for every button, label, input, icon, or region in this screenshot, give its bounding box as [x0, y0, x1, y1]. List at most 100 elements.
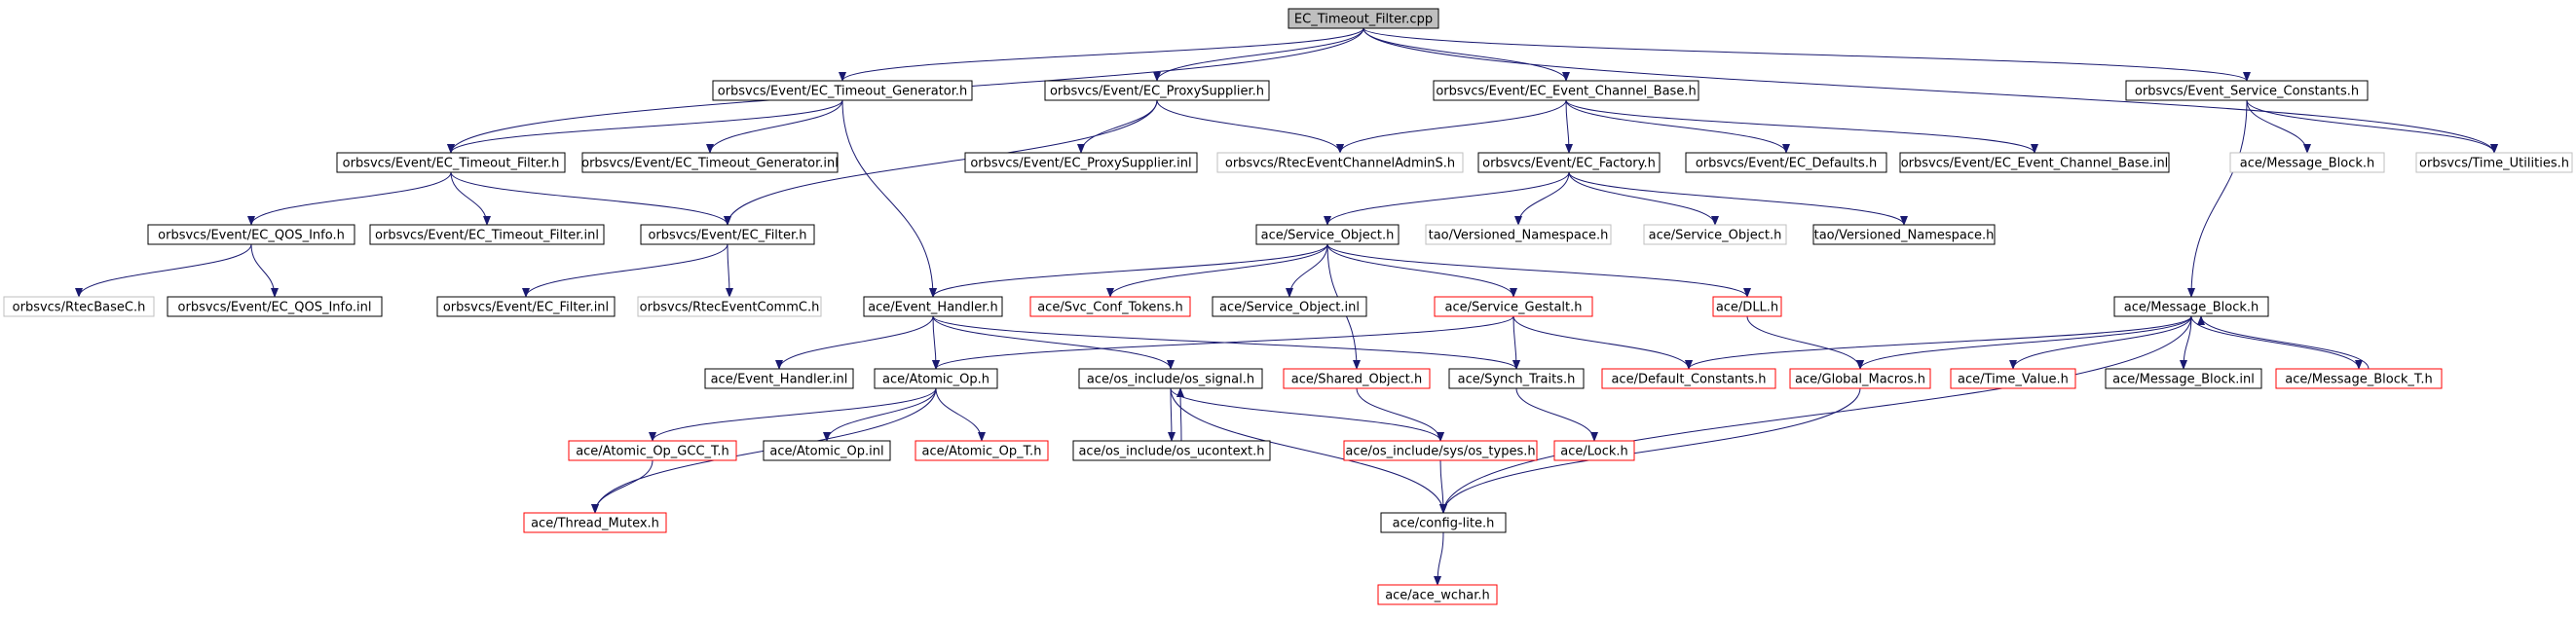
node-ostypes[interactable]: ace/os_include/sys/os_types.h	[1343, 440, 1538, 461]
edge-msgblock-to-timeval	[2009, 315, 2192, 370]
edge-svcobj_h-to-gestalt	[1326, 243, 1517, 298]
node-evh_h[interactable]: ace/Event_Handler.h	[863, 296, 1003, 317]
node-atomic_t[interactable]: ace/Atomic_Op_T.h	[915, 440, 1049, 461]
node-ecbase_inl[interactable]: orbsvcs/Event/EC_Event_Channel_Base.inl	[1899, 152, 2170, 173]
edge-factory_h-to-vns_ext	[1514, 171, 1570, 226]
edge-filter_h-to-rteccomm	[725, 243, 733, 298]
node-label: ace/Lock.h	[1560, 445, 1628, 459]
node-box	[1601, 368, 1776, 389]
edge-osucontext-to-ossignal	[1176, 387, 1185, 442]
node-root[interactable]: EC_Timeout_Filter.cpp	[1288, 8, 1439, 29]
edge-svcconst_h-to-timeutil	[2246, 99, 2498, 154]
edge-gen_h-to-gen_inl	[706, 99, 843, 154]
node-rteccomm: orbsvcs/RtecEventCommC.h	[637, 296, 822, 317]
node-box	[2125, 80, 2369, 101]
node-label: orbsvcs/Event/EC_Defaults.h	[1696, 157, 1877, 171]
node-msgblock_inl[interactable]: ace/Message_Block.inl	[2105, 368, 2262, 389]
node-filter_h[interactable]: orbsvcs/Event/EC_Filter.h	[640, 224, 815, 245]
node-vns_h[interactable]: tao/Versioned_Namespace.h	[1812, 224, 1996, 245]
node-label: ace/Svc_Conf_Tokens.h	[1037, 301, 1183, 315]
node-wchar[interactable]: ace/ace_wchar.h	[1377, 584, 1498, 605]
node-box	[2229, 152, 2385, 173]
node-label: ace/Atomic_Op.inl	[769, 445, 883, 459]
node-synch[interactable]: ace/Synch_Traits.h	[1448, 368, 1585, 389]
node-box	[1477, 152, 1661, 173]
node-lock[interactable]: ace/Lock.h	[1553, 440, 1635, 461]
node-label: orbsvcs/Event/EC_QOS_Info.h	[158, 229, 345, 243]
node-box	[1044, 80, 1270, 101]
node-gen_h[interactable]: orbsvcs/Event/EC_Timeout_Generator.h	[712, 80, 973, 101]
node-label: ace/os_include/sys/os_types.h	[1345, 445, 1535, 459]
node-label: ace/config-lite.h	[1393, 517, 1495, 531]
node-svcconst_h[interactable]: orbsvcs/Event_Service_Constants.h	[2125, 80, 2369, 101]
node-svcobj_h[interactable]: ace/Service_Object.h	[1255, 224, 1400, 245]
node-proxy_h[interactable]: orbsvcs/Event/EC_ProxySupplier.h	[1044, 80, 1270, 101]
node-ecbase_h[interactable]: orbsvcs/Event/EC_Event_Channel_Base.h	[1433, 80, 1699, 101]
node-box	[763, 440, 891, 461]
node-dll[interactable]: ace/DLL.h	[1712, 296, 1782, 317]
edge-evh_h-to-ossignal	[932, 315, 1175, 370]
edge-svcobj_h-to-svcobj_inl	[1286, 243, 1328, 298]
node-proxy_inl[interactable]: orbsvcs/Event/EC_ProxySupplier.inl	[964, 152, 1198, 173]
node-evh_inl[interactable]: ace/Event_Handler.inl	[704, 368, 854, 389]
node-label: orbsvcs/Event/EC_Event_Channel_Base.inl	[1901, 157, 2169, 171]
node-atomic_h[interactable]: ace/Atomic_Op.h	[874, 368, 998, 389]
edge-svcobj_h-to-dll	[1326, 243, 1751, 298]
edge-qos_h-to-rtecbase	[75, 243, 252, 298]
node-box	[336, 152, 566, 173]
edge-ecbase_h-to-rtecadmin	[1336, 99, 1567, 154]
node-msgblock_t[interactable]: ace/Message_Block_T.h	[2275, 368, 2443, 389]
node-atomic_inl[interactable]: ace/Atomic_Op.inl	[763, 440, 891, 461]
node-filter_inl[interactable]: orbsvcs/Event/EC_Filter.inl	[436, 296, 616, 317]
node-atomic_gcc[interactable]: ace/Atomic_Op_GCC_T.h	[568, 440, 737, 461]
node-box	[1433, 80, 1699, 101]
node-defaults_h[interactable]: orbsvcs/Event/EC_Defaults.h	[1685, 152, 1887, 173]
edge-msgblock-to-configlite	[1439, 315, 2192, 514]
edge-msgblock-to-msgblock_inl	[2180, 315, 2192, 370]
node-label: ace/Message_Block_T.h	[2285, 373, 2432, 387]
edge-factory_h-to-svcobj_h	[1324, 171, 1570, 226]
node-label: orbsvcs/Event/EC_Timeout_Generator.h	[718, 85, 968, 99]
node-globmac[interactable]: ace/Global_Macros.h	[1789, 368, 1931, 389]
node-defconst[interactable]: ace/Default_Constants.h	[1601, 368, 1776, 389]
edge-ossignal-to-osucontext	[1167, 387, 1176, 442]
node-osucontext[interactable]: ace/os_include/os_ucontext.h	[1072, 440, 1271, 461]
node-label: orbsvcs/Event/EC_Factory.h	[1482, 157, 1656, 171]
node-box	[436, 296, 616, 317]
node-ossignal[interactable]: ace/os_include/os_signal.h	[1078, 368, 1263, 389]
edge-svcobj_h-to-svcconf	[1106, 243, 1328, 298]
node-box	[2105, 368, 2262, 389]
edge-ecbase_h-to-factory_h	[1564, 99, 1573, 154]
node-box	[1343, 440, 1538, 461]
node-svcobj_inl[interactable]: ace/Service_Object.inl	[1212, 296, 1367, 317]
node-box	[712, 80, 973, 101]
node-box	[1425, 224, 1612, 245]
node-box	[964, 152, 1198, 173]
node-box	[874, 368, 998, 389]
node-factory_h[interactable]: orbsvcs/Event/EC_Factory.h	[1477, 152, 1661, 173]
node-sharedobj[interactable]: ace/Shared_Object.h	[1283, 368, 1431, 389]
node-box	[1212, 296, 1367, 317]
node-tf_h[interactable]: orbsvcs/Event/EC_Timeout_Filter.h	[336, 152, 566, 173]
edge-gestalt-to-synch	[1512, 315, 1520, 370]
node-box	[1434, 296, 1593, 317]
node-label: tao/Versioned_Namespace.h	[1814, 229, 1995, 243]
edge-root-to-svcconst_h	[1363, 27, 2251, 82]
node-box	[1789, 368, 1931, 389]
node-msgblock[interactable]: ace/Message_Block.h	[2113, 296, 2269, 317]
node-threadmutex[interactable]: ace/Thread_Mutex.h	[523, 512, 667, 533]
node-qos_inl[interactable]: orbsvcs/Event/EC_QOS_Info.inl	[167, 296, 383, 317]
node-box	[2415, 152, 2573, 173]
node-box	[1553, 440, 1635, 461]
node-configlite[interactable]: ace/config-lite.h	[1380, 512, 1507, 533]
node-box	[2275, 368, 2443, 389]
node-svcconf[interactable]: ace/Svc_Conf_Tokens.h	[1029, 296, 1191, 317]
node-tf_inl[interactable]: orbsvcs/Event/EC_Timeout_Filter.inl	[369, 224, 605, 245]
node-label: tao/Versioned_Namespace.h	[1429, 229, 1609, 243]
node-timeval[interactable]: ace/Time_Value.h	[1950, 368, 2076, 389]
node-gen_inl[interactable]: orbsvcs/Event/EC_Timeout_Generator.inl	[581, 152, 839, 173]
edge-msgblock-to-globmac	[1856, 315, 2192, 370]
node-qos_h[interactable]: orbsvcs/Event/EC_QOS_Info.h	[147, 224, 355, 245]
node-gestalt[interactable]: ace/Service_Gestalt.h	[1434, 296, 1593, 317]
